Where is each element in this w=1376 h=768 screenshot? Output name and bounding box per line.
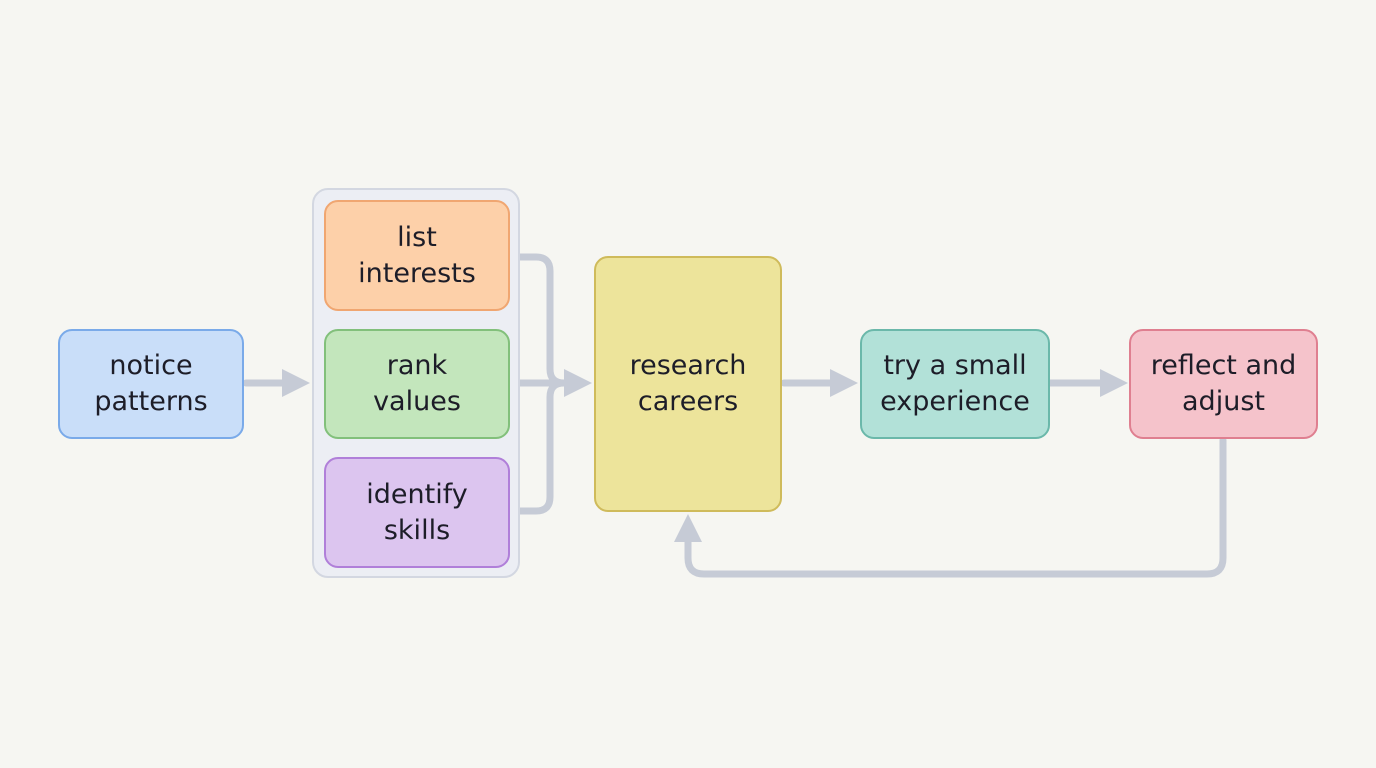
node-research-careers: research careers <box>594 256 782 512</box>
node-identify-skills: identify skills <box>324 457 510 568</box>
node-notice-patterns-label: notice patterns <box>94 350 208 417</box>
node-list-interests: list interests <box>324 200 510 311</box>
node-reflect-and-adjust-label: reflect and adjust <box>1150 350 1297 417</box>
node-try-small-experience-label: try a small experience <box>880 350 1030 417</box>
arrowhead-research-in <box>564 369 592 397</box>
arrowhead-feedback <box>674 514 702 542</box>
arrow-skills-to-research <box>506 379 568 515</box>
arrowhead-reflect-in <box>1100 369 1128 397</box>
node-identify-skills-label: identify skills <box>366 478 468 546</box>
node-rank-values: rank values <box>324 329 510 439</box>
arrowhead-try-in <box>830 369 858 397</box>
node-try-small-experience: try a small experience <box>860 329 1050 439</box>
node-list-interests-label: list interests <box>358 221 476 289</box>
node-research-careers-label: research careers <box>629 350 747 417</box>
node-reflect-and-adjust: reflect and adjust <box>1129 329 1318 439</box>
arrowhead-notice <box>282 369 310 397</box>
arrow-feedback-loop <box>684 436 1227 578</box>
node-rank-values-label: rank values <box>373 350 461 417</box>
node-notice-patterns: notice patterns <box>58 329 244 439</box>
